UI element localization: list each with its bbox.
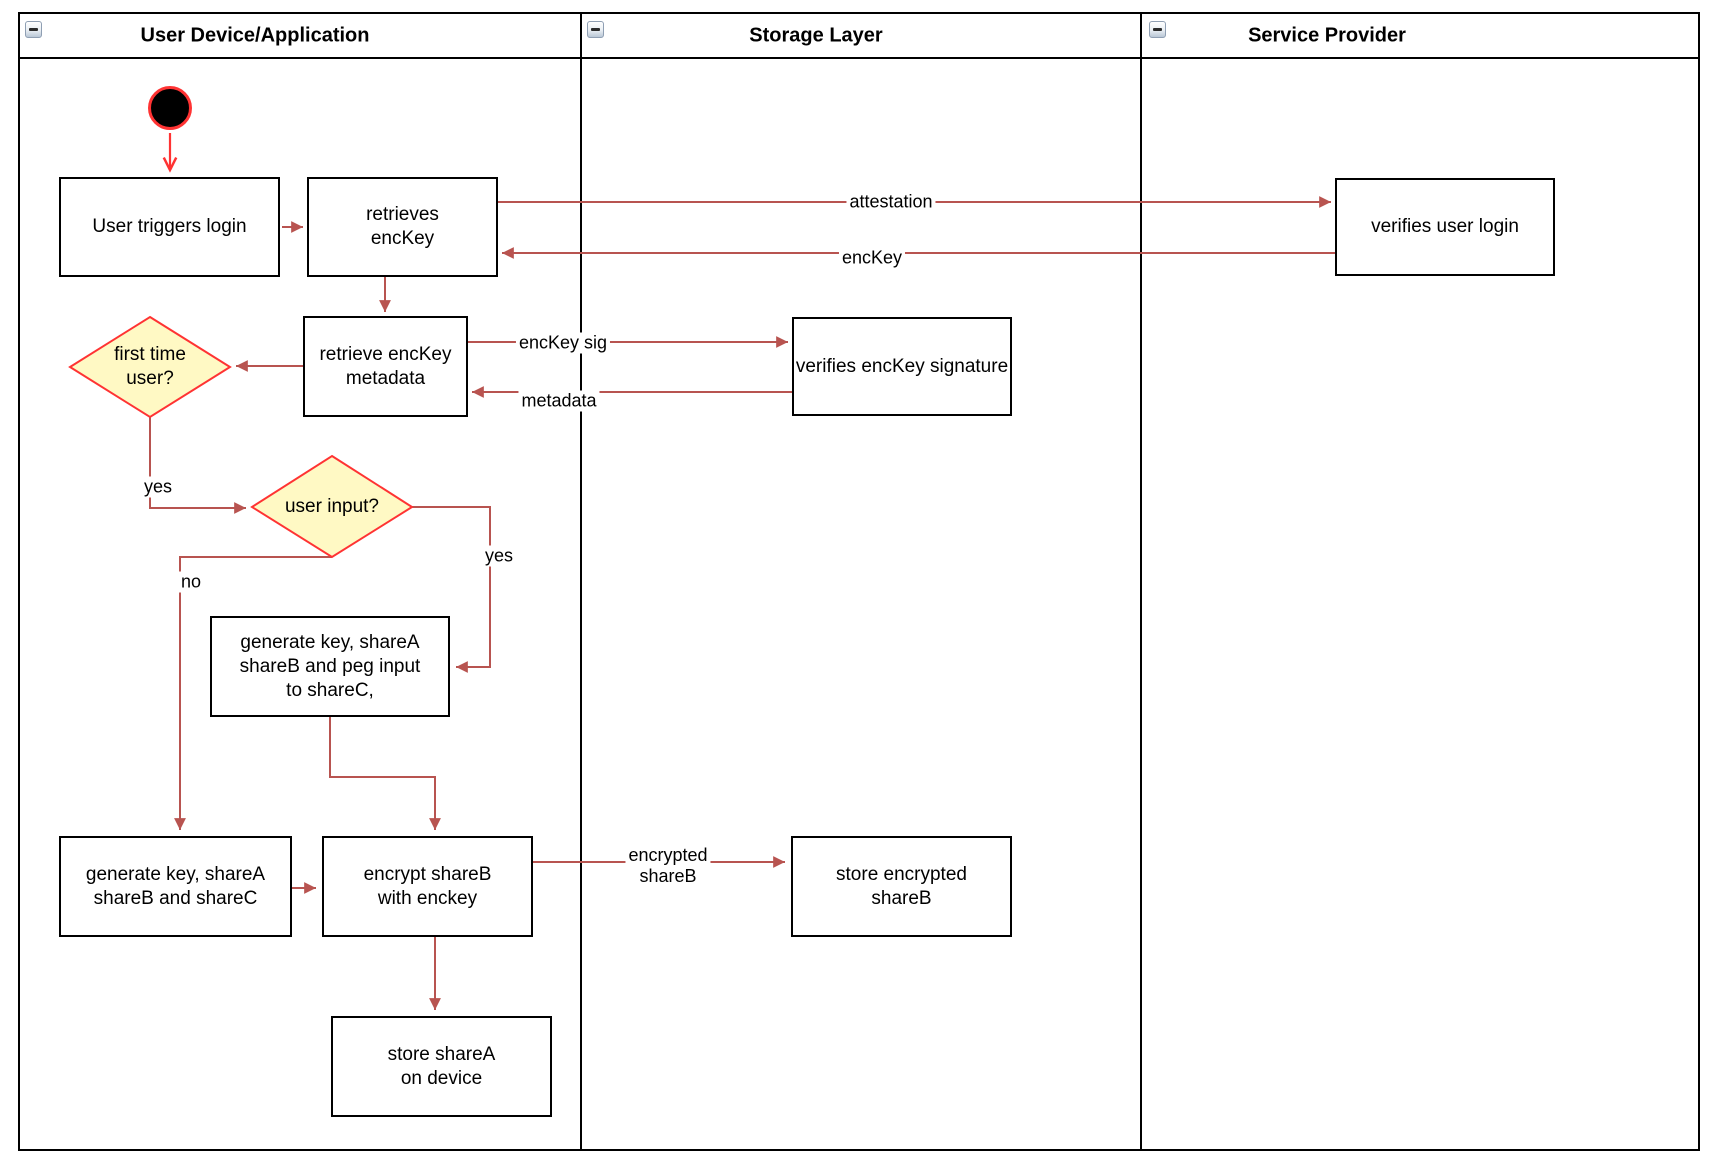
edge-label-yes-user-input: yes: [481, 545, 517, 567]
lane-header-divider: [18, 57, 1700, 59]
edge-user-input-yes: [412, 506, 491, 673]
lane-divider-2: [1140, 12, 1142, 1151]
edge-first-time-yes: [149, 417, 246, 514]
decision-first-time-user-label: first time user?: [114, 344, 186, 389]
node-verifies-enckey-signature[interactable]: verifies encKey signature: [792, 317, 1012, 416]
decision-user-input[interactable]: [250, 454, 414, 559]
edge-label-encrypted-shareb: encrypted shareB: [625, 845, 711, 887]
edge-user-input-no: [174, 556, 332, 830]
lane-title-service-provider[interactable]: Service Provider: [1248, 24, 1406, 47]
lane-title-storage-layer[interactable]: Storage Layer: [749, 24, 883, 47]
node-store-sharea[interactable]: store shareA on device: [331, 1016, 552, 1117]
decision-user-input-label: user input?: [284, 496, 380, 517]
node-encrypt-shareb[interactable]: encrypt shareB with enckey: [322, 836, 533, 937]
minus-icon: [1153, 28, 1162, 31]
node-retrieve-enckey-metadata[interactable]: retrieve encKey metadata: [303, 316, 468, 417]
lane-title-user-device[interactable]: User Device/Application: [140, 24, 370, 47]
edge-label-metadata: metadata: [518, 390, 600, 412]
collapse-lane-service-provider-button[interactable]: [1149, 21, 1166, 38]
node-user-triggers-login[interactable]: User triggers login: [59, 177, 280, 277]
minus-icon: [591, 28, 600, 31]
initial-state-node[interactable]: [148, 86, 192, 130]
edge-peg-to-encrypt: [329, 717, 441, 830]
collapse-lane-storage-button[interactable]: [587, 21, 604, 38]
swimlane-pool: [18, 12, 1700, 1151]
node-verifies-user-login[interactable]: verifies user login: [1335, 178, 1555, 276]
edge-label-enckey: encKey: [838, 247, 906, 269]
node-generate-key-peg-input[interactable]: generate key, shareA shareB and peg inpu…: [210, 616, 450, 717]
edge-label-no-user-input: no: [177, 571, 205, 593]
node-store-encrypted-shareb[interactable]: store encrypted shareB: [791, 836, 1012, 937]
node-generate-key-sharec[interactable]: generate key, shareA shareB and shareC: [59, 836, 292, 937]
collapse-lane-user-device-button[interactable]: [25, 21, 42, 38]
decision-first-time-user[interactable]: [68, 315, 232, 419]
edge-label-yes-first-time: yes: [140, 476, 176, 498]
edge-label-enckey-sig: encKey sig: [515, 332, 611, 354]
lane-divider-1: [580, 12, 582, 1151]
minus-icon: [29, 28, 38, 31]
node-retrieves-enckey[interactable]: retrieves encKey: [307, 177, 498, 277]
edge-label-attestation: attestation: [846, 191, 936, 213]
